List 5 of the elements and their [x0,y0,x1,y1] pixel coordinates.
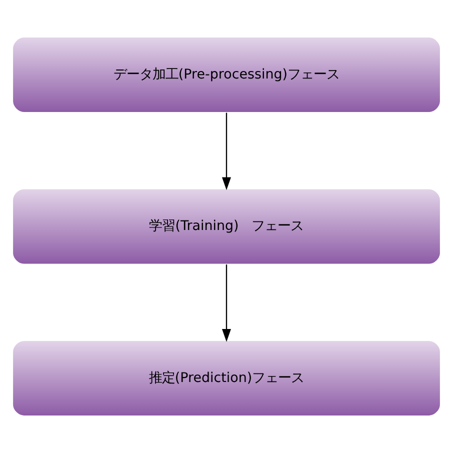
node-box: 推定(Prediction)フェース [12,340,442,417]
arrow [222,112,231,190]
node-box: データ加工(Pre-processing)フェース [12,36,442,114]
node-box: 学習(Training) フェース [12,188,442,266]
arrow [222,264,231,342]
